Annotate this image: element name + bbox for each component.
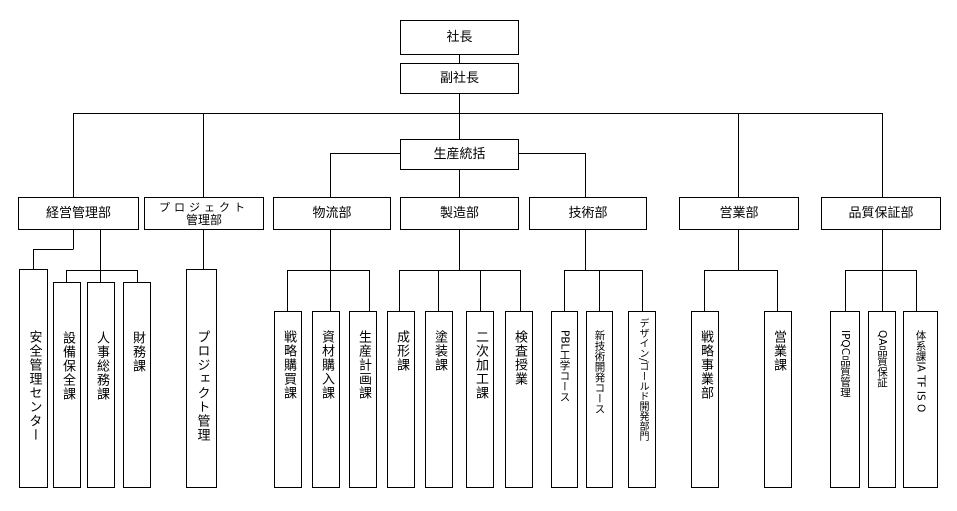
- section-hr-label: 人事総務課: [94, 331, 109, 401]
- dept-technology: 技術部: [529, 197, 647, 230]
- dept-management: 経営管理部: [18, 197, 139, 230]
- dept-management-label: 経営管理部: [45, 205, 111, 221]
- section-system: 体系課IA TF IS O: [903, 311, 938, 488]
- section-inspection-label: 検査授業: [512, 330, 527, 386]
- section-strategic-purchase: 戦略購買課: [274, 311, 302, 488]
- section-painting-label: 塗装課: [432, 330, 447, 372]
- section-safety-label: 安全管理センター: [26, 330, 42, 442]
- section-system-label: 体系課IA TF IS O: [914, 330, 927, 413]
- section-qa-label: QA品質保証: [876, 330, 888, 388]
- dept-project: プロジェクト 管理部: [144, 197, 264, 230]
- section-new-tech-label: 新技術開発コース: [593, 330, 606, 414]
- section-strategic-business-label: 戦略事業部: [698, 330, 713, 400]
- section-pbl: PBL工学コース: [551, 311, 578, 488]
- dept-quality-label: 品質保証部: [848, 205, 914, 221]
- section-molding-label: 成形課: [394, 330, 409, 372]
- section-design-gold: デザイン/ゴールド開発部門: [628, 311, 656, 488]
- section-material-purchase: 資材購入課: [312, 311, 340, 488]
- dept-technology-label: 技術部: [568, 205, 608, 221]
- section-production-plan: 生産計画課: [349, 311, 377, 488]
- dept-project-label-1: プロジェクト: [159, 200, 249, 214]
- section-project-mgmt: プロジェクト管理: [186, 269, 217, 488]
- dept-manufacturing-label: 製造部: [439, 205, 479, 221]
- dept-logistics-label: 物流部: [312, 205, 352, 221]
- section-equipment-label: 設備保全課: [60, 331, 75, 401]
- section-hr: 人事総務課: [87, 282, 115, 488]
- section-pbl-label: PBL工学コース: [558, 330, 571, 402]
- section-material-purchase-label: 資材購入課: [319, 330, 334, 400]
- section-sales: 営業課: [764, 311, 792, 488]
- vice-president-label: 副社長: [439, 70, 479, 86]
- section-new-tech: 新技術開発コース: [586, 311, 613, 488]
- section-qa: QA品質保証: [868, 311, 896, 488]
- section-project-mgmt-label: プロジェクト管理: [194, 330, 210, 442]
- section-inspection: 検査授業: [505, 311, 533, 488]
- section-painting: 塗装課: [425, 311, 453, 488]
- section-sales-label: 営業課: [771, 330, 786, 372]
- section-ipqc-label: IPQC品質管理: [839, 330, 851, 398]
- section-strategic-business: 戦略事業部: [691, 311, 719, 488]
- dept-logistics: 物流部: [273, 197, 391, 230]
- vice-president-box: 副社長: [400, 63, 519, 94]
- dept-project-label-2: 管理部: [185, 212, 222, 227]
- section-finance-label: 財務課: [130, 331, 145, 373]
- president-label: 社長: [446, 29, 473, 45]
- section-secondary: 二次加工課: [466, 311, 494, 488]
- section-ipqc: IPQC品質管理: [830, 311, 860, 488]
- president-box: 社長: [400, 20, 519, 55]
- section-production-plan-label: 生産計画課: [356, 330, 371, 400]
- dept-sales-label: 営業部: [719, 205, 759, 221]
- section-secondary-label: 二次加工課: [473, 330, 488, 400]
- dept-manufacturing: 製造部: [400, 197, 519, 230]
- dept-quality: 品質保証部: [821, 197, 941, 230]
- section-design-gold-label: デザイン/ゴールド開発部門: [637, 318, 648, 442]
- section-strategic-purchase-label: 戦略購買課: [281, 330, 296, 400]
- production-label: 生産統括: [433, 146, 486, 162]
- section-molding: 成形課: [387, 311, 415, 488]
- section-equipment: 設備保全課: [53, 282, 81, 488]
- dept-sales: 営業部: [679, 197, 799, 230]
- section-finance: 財務課: [123, 282, 151, 488]
- production-box: 生産統括: [400, 139, 519, 170]
- section-safety: 安全管理センター: [19, 269, 48, 488]
